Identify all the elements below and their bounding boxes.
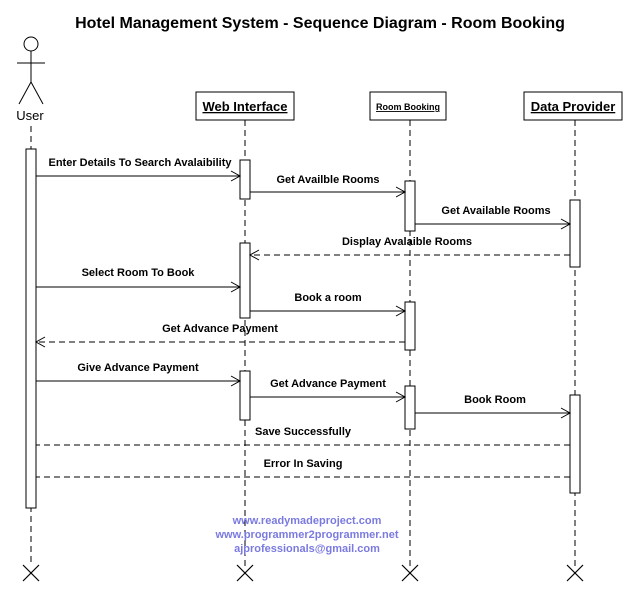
participant-box	[195, 91, 295, 121]
participant-box	[369, 91, 447, 121]
lifeline-end-provider	[566, 564, 584, 582]
message-get-advance-payment-return: Get Advance Payment	[34, 323, 405, 348]
participant-box	[523, 91, 623, 121]
activation-booking	[404, 301, 416, 351]
watermark: www.readymadeproject.com www.programmer2…	[215, 515, 399, 555]
activation-provider	[569, 199, 581, 268]
message-error-in-saving: Error In Saving	[36, 458, 570, 478]
message-label: Error In Saving	[264, 458, 343, 470]
message-label: Get Advance Payment	[270, 378, 386, 390]
participant-web-label: Web Interface	[202, 99, 287, 114]
participant-room-booking: Room Booking	[369, 91, 447, 121]
message-label: Save Successfully	[255, 426, 352, 438]
watermark-line: ajprofessionals@gmail.com	[234, 543, 380, 555]
lifeline-end-user	[22, 564, 40, 582]
message-get-availble-rooms: Get Availble Rooms	[250, 174, 407, 198]
message-label: Get Available Rooms	[441, 205, 550, 217]
actor-user-label: User	[16, 108, 44, 123]
message-label: Book a room	[294, 292, 361, 304]
message-enter-details: Enter Details To Search Avalaibility	[36, 157, 242, 182]
lifeline-end-booking	[401, 564, 419, 582]
activation-web	[239, 370, 251, 421]
activation-web	[239, 242, 251, 319]
message-label: Get Advance Payment	[162, 323, 278, 335]
message-label: Enter Details To Search Avalaibility	[49, 157, 233, 169]
message-label: Get Availble Rooms	[276, 174, 379, 186]
message-label: Select Room To Book	[82, 267, 196, 279]
activation-booking	[404, 180, 416, 232]
message-get-advance-payment: Get Advance Payment	[250, 378, 407, 403]
message-save-successfully: Save Successfully	[36, 426, 570, 446]
message-give-advance-payment: Give Advance Payment	[36, 362, 242, 387]
participant-provider-label: Data Provider	[531, 99, 616, 114]
message-select-room: Select Room To Book	[36, 267, 242, 293]
participant-web-interface: Web Interface	[195, 91, 295, 121]
message-label: Give Advance Payment	[77, 362, 199, 374]
watermark-line: www.programmer2programmer.net	[215, 529, 399, 541]
message-book-a-room: Book a room	[250, 292, 407, 317]
actor-head	[23, 36, 39, 52]
message-label: Display Avalaible Rooms	[342, 236, 472, 248]
message-label: Book Room	[464, 394, 526, 406]
activation-booking	[404, 385, 416, 430]
diagram-title: Hotel Management System - Sequence Diagr…	[75, 15, 565, 32]
watermark-line: www.readymadeproject.com	[232, 515, 382, 527]
actor-user: User	[16, 36, 45, 123]
activation-web	[239, 159, 251, 200]
message-get-available-rooms: Get Available Rooms	[415, 205, 572, 230]
participant-data-provider: Data Provider	[523, 91, 623, 121]
message-display-rooms: Display Avalaible Rooms	[248, 236, 570, 261]
activation-provider	[569, 394, 581, 494]
message-book-room: Book Room	[415, 394, 572, 419]
participant-booking-label: Room Booking	[376, 102, 440, 112]
activation-user	[25, 148, 37, 509]
lifeline-end-web	[236, 564, 254, 582]
